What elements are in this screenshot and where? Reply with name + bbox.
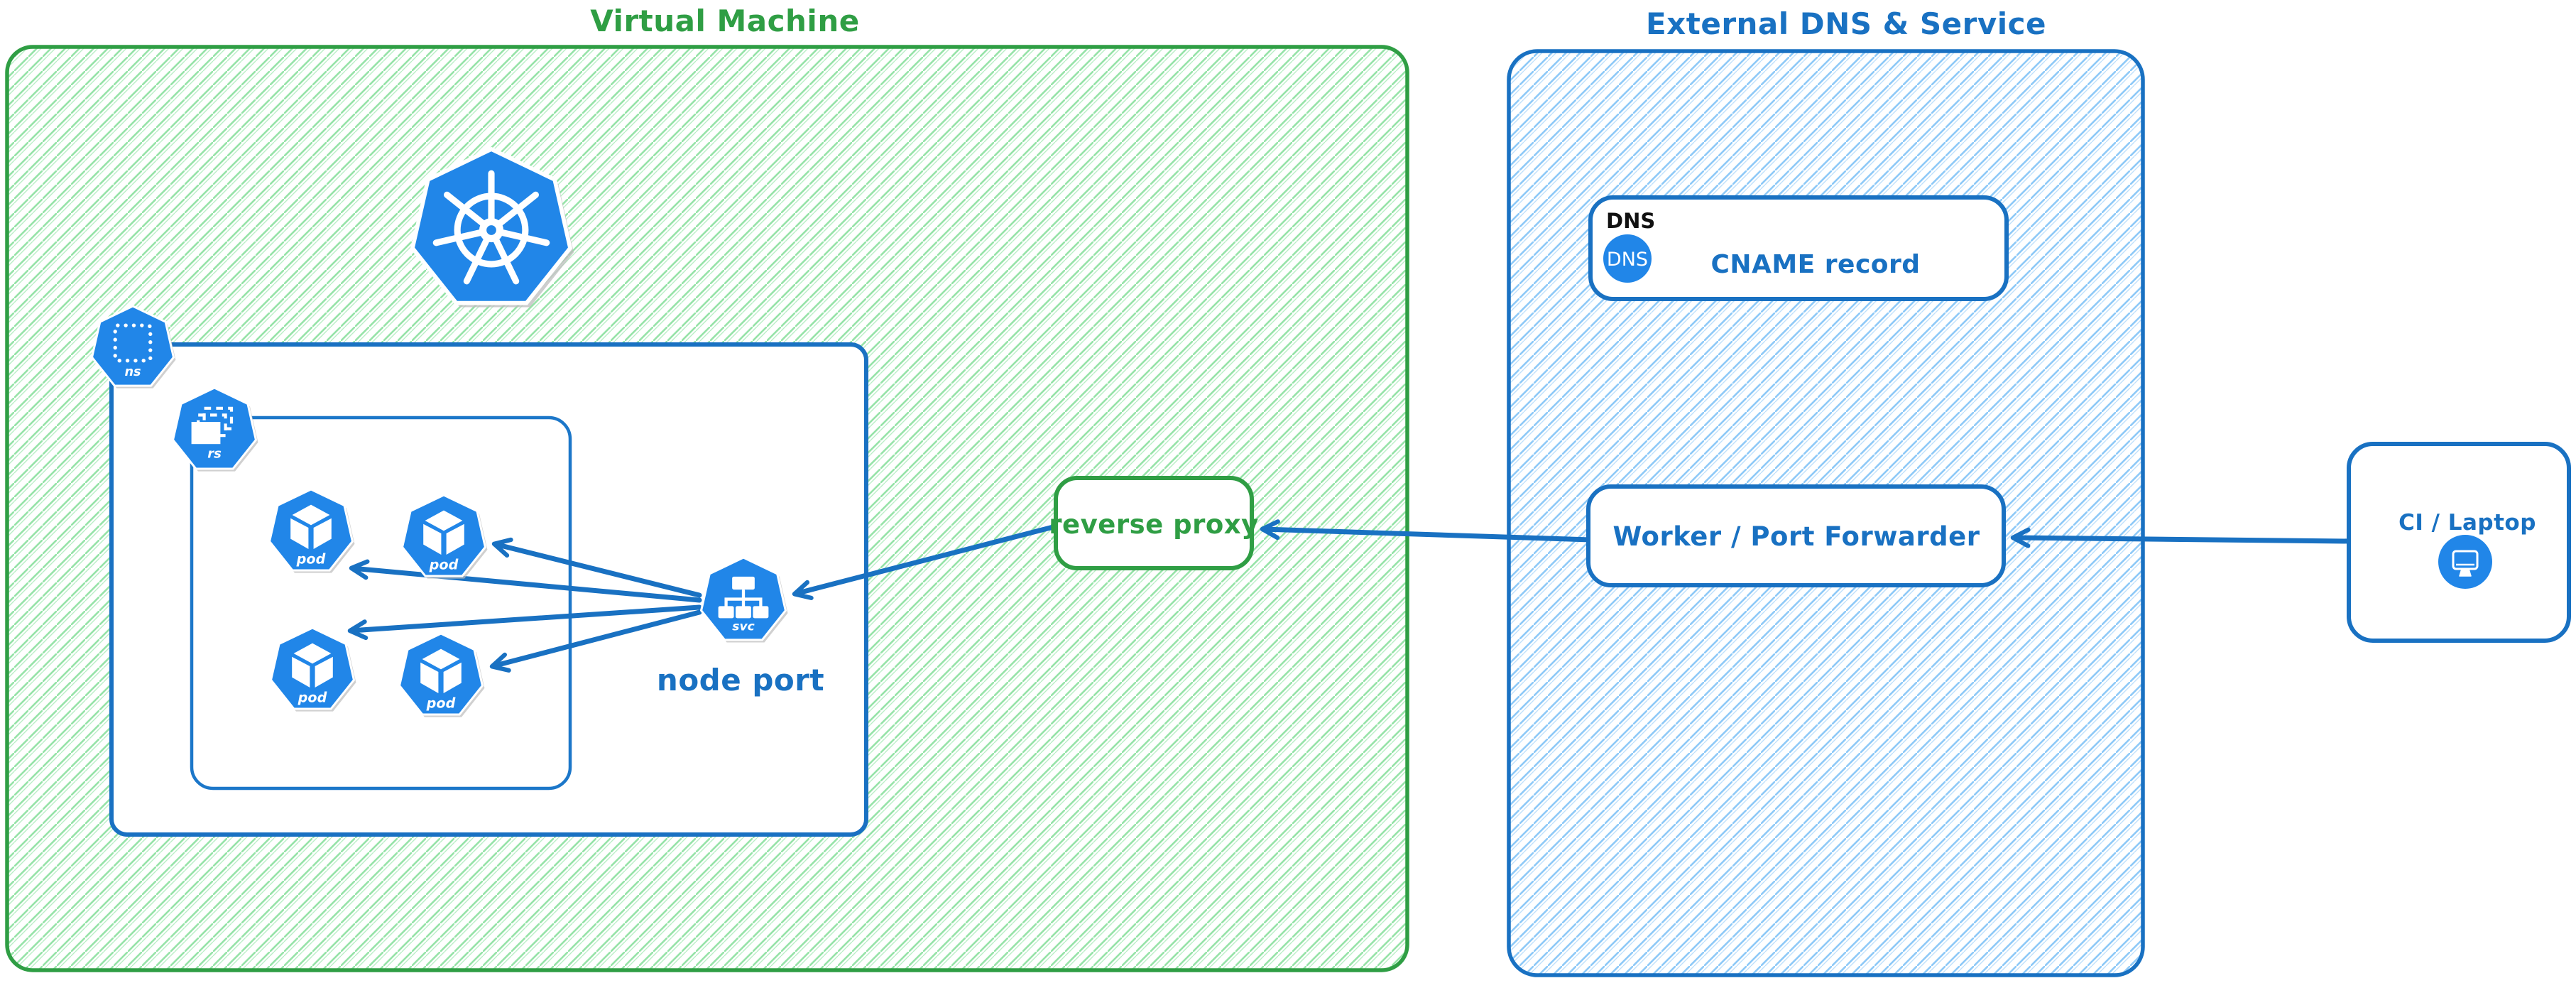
arrow-svc-to-pod-top-right — [491, 537, 702, 598]
worker-box — [1586, 484, 2006, 587]
pod-icon: pod — [400, 494, 488, 579]
reverse-proxy-label: reverse proxy — [1049, 509, 1258, 540]
replicaset-icon: rs — [171, 386, 258, 472]
dns-icon-label: DNS — [1607, 249, 1648, 271]
replicaset-box — [190, 416, 572, 791]
dns-card-heading: DNS — [1606, 209, 1655, 233]
worker-label: Worker / Port Forwarder — [1613, 521, 1980, 552]
node-port-caption: node port — [657, 663, 824, 697]
pods: pod pod pod pod — [268, 488, 488, 717]
service-icon: svc — [699, 556, 788, 643]
ci-laptop-label: CI / Laptop — [2398, 510, 2536, 536]
arrow-worker-to-reverse-proxy — [1260, 519, 1593, 543]
virtual-machine-title: Virtual Machine — [590, 4, 859, 38]
pod-icon-label: pod — [298, 689, 327, 705]
pod-icon: pod — [269, 626, 356, 712]
arrow-reverse-proxy-to-service — [792, 523, 1059, 600]
pod-icon: pod — [268, 488, 355, 573]
namespace-icon-label: ns — [124, 365, 141, 379]
arrow-svc-to-pod-bottom-right — [489, 609, 702, 673]
pod-icon-label: pod — [426, 695, 456, 711]
service-to-pod-arrows — [347, 537, 702, 673]
kubernetes-logo-icon — [410, 146, 574, 308]
reverse-proxy-box — [1054, 476, 1254, 570]
dns-card-box — [1588, 195, 2009, 301]
arrow-ci-to-worker — [2010, 527, 2352, 548]
worker-node: Worker / Port Forwarder — [1586, 484, 2006, 587]
dns-card: DNS DNS CNAME record — [1588, 195, 2009, 301]
dns-icon: DNS — [1603, 234, 1652, 283]
pod-icon-label: pod — [429, 556, 459, 572]
arrow-svc-to-pod-top-left — [349, 559, 702, 603]
pod-icon-label: pod — [296, 550, 326, 567]
ci-laptop-node: CI / Laptop — [2347, 442, 2571, 643]
pod-icon: pod — [398, 632, 485, 717]
namespace-icon: ns — [90, 305, 176, 389]
replicaset-icon-label: rs — [207, 446, 222, 461]
external-dns-title: External DNS & Service — [1646, 6, 2046, 41]
service-icon-label: svc — [732, 619, 754, 634]
arrow-svc-to-pod-bottom-left — [347, 604, 702, 641]
cname-record-label: CNAME record — [1710, 250, 1920, 279]
monitor-icon — [2438, 535, 2492, 589]
reverse-proxy-node: reverse proxy — [1049, 476, 1258, 570]
